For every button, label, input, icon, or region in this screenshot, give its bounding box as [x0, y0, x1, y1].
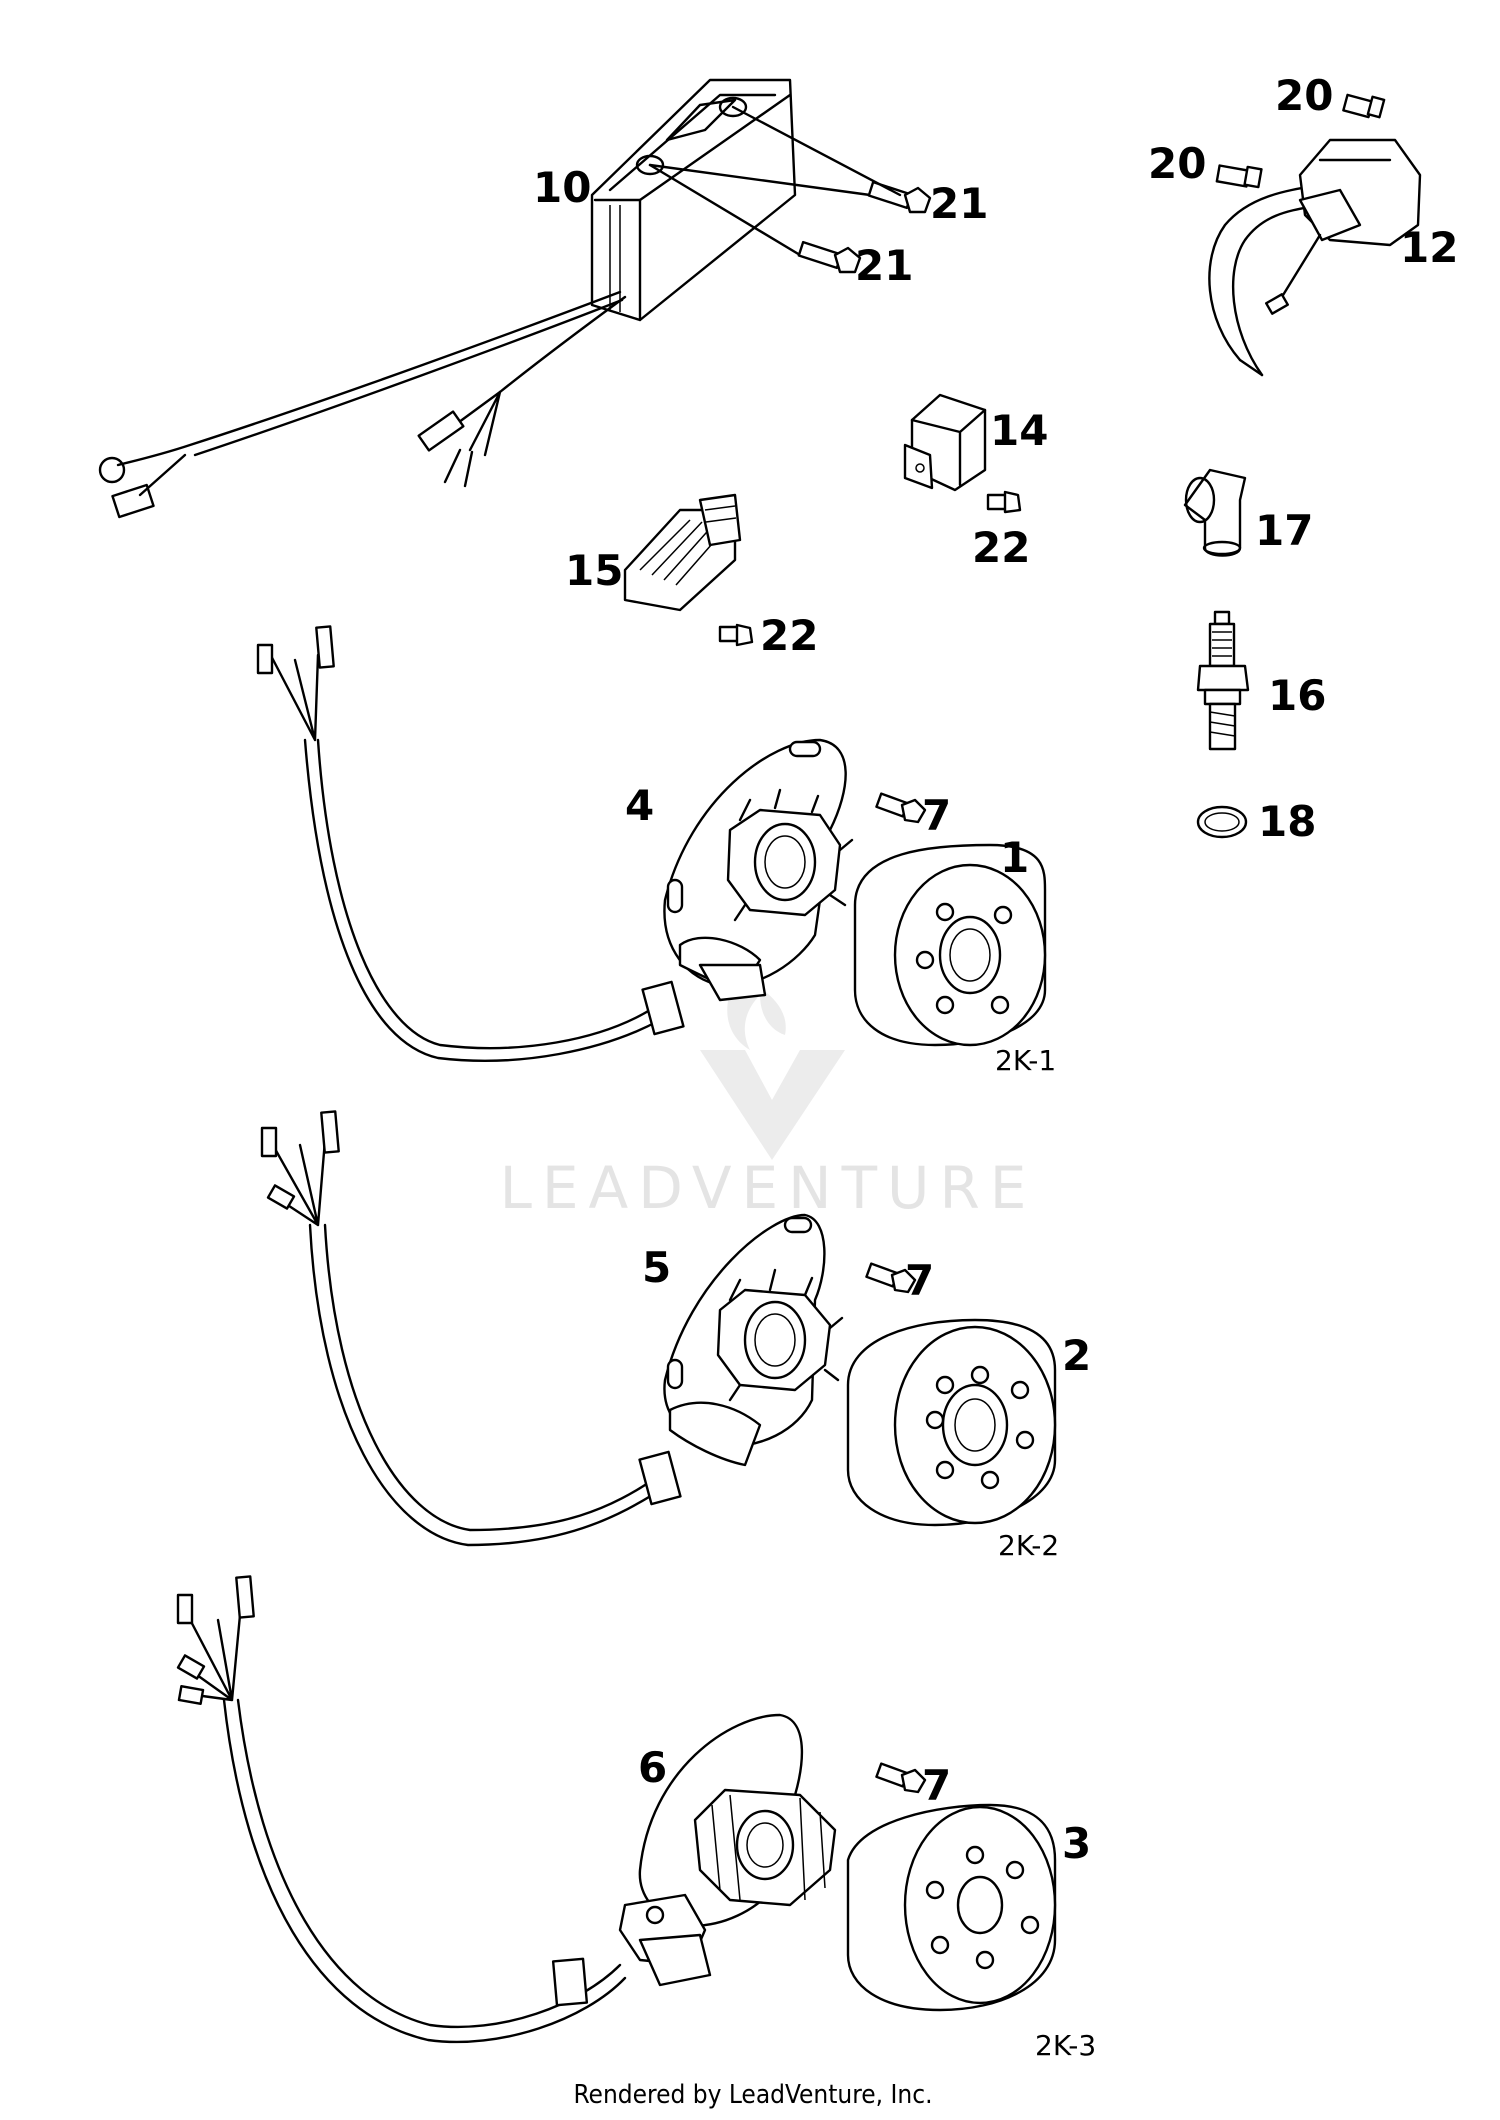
callout-7-set2: 7	[905, 1256, 934, 1305]
callout-4: 4	[625, 781, 654, 830]
stator-4	[663, 738, 854, 1002]
rotor-1	[853, 843, 1047, 1047]
part-22-bolt-relay	[986, 490, 1022, 514]
stator-6	[618, 1713, 837, 1987]
callout-1: 1	[1000, 833, 1029, 882]
stator-4-harness	[256, 625, 685, 1062]
bolt-7-set2	[865, 1262, 917, 1294]
part-16-spark-plug	[1196, 610, 1250, 751]
callout-10: 10	[533, 163, 591, 212]
callout-2: 2	[1062, 1331, 1091, 1380]
watermark-logo	[700, 975, 845, 1160]
callout-20-top: 20	[1275, 71, 1333, 120]
part-21-bolt-upper	[648, 163, 932, 214]
variant-label-2k3: 2K-3	[1035, 2029, 1096, 2062]
callout-14: 14	[990, 406, 1048, 455]
part-12-ignition-coil	[1208, 138, 1422, 377]
bolt-7-set1	[875, 792, 927, 824]
rotor-2	[846, 1318, 1057, 1527]
rotor-3	[846, 1803, 1057, 2012]
watermark-text: LEADVENTURE	[500, 1154, 1037, 1222]
part-22-bolt-regulator	[718, 623, 754, 647]
variant-label-2k2: 2K-2	[998, 1529, 1059, 1562]
stator-5-harness	[260, 1110, 682, 1547]
part-20-bolt-left	[1215, 164, 1263, 189]
variant-label-2k1: 2K-1	[995, 1044, 1056, 1077]
stator-5	[663, 1213, 844, 1467]
watermark: LEADVENTURE	[500, 975, 1037, 1222]
part-18-o-ring	[1196, 805, 1248, 839]
callout-7-set1: 7	[922, 791, 951, 840]
callout-3: 3	[1062, 1819, 1091, 1868]
bolt-7-set3	[875, 1762, 927, 1794]
callout-22-relay: 22	[972, 523, 1030, 572]
stator-6-harness	[176, 1575, 627, 2044]
callout-21-lower: 21	[855, 241, 913, 290]
part-21-bolt-lower	[648, 105, 902, 274]
callout-17: 17	[1255, 506, 1313, 555]
callout-5: 5	[642, 1243, 671, 1292]
part-14-relay	[903, 393, 987, 492]
callout-6: 6	[638, 1743, 667, 1792]
callout-20-left: 20	[1148, 139, 1206, 188]
callout-16: 16	[1268, 671, 1326, 720]
callout-7-set3: 7	[922, 1761, 951, 1810]
part-20-bolt-top	[1342, 93, 1386, 119]
callout-21-upper: 21	[930, 179, 988, 228]
callout-18: 18	[1258, 797, 1316, 846]
part-17-plug-cap	[1183, 468, 1247, 557]
callout-15: 15	[565, 546, 623, 595]
part-10-cdi-unit	[98, 78, 797, 519]
callout-22-regulator: 22	[760, 611, 818, 660]
part-15-regulator	[623, 493, 742, 612]
footer-credit: Rendered by LeadVenture, Inc.	[573, 2080, 932, 2110]
callout-12: 12	[1400, 223, 1458, 272]
